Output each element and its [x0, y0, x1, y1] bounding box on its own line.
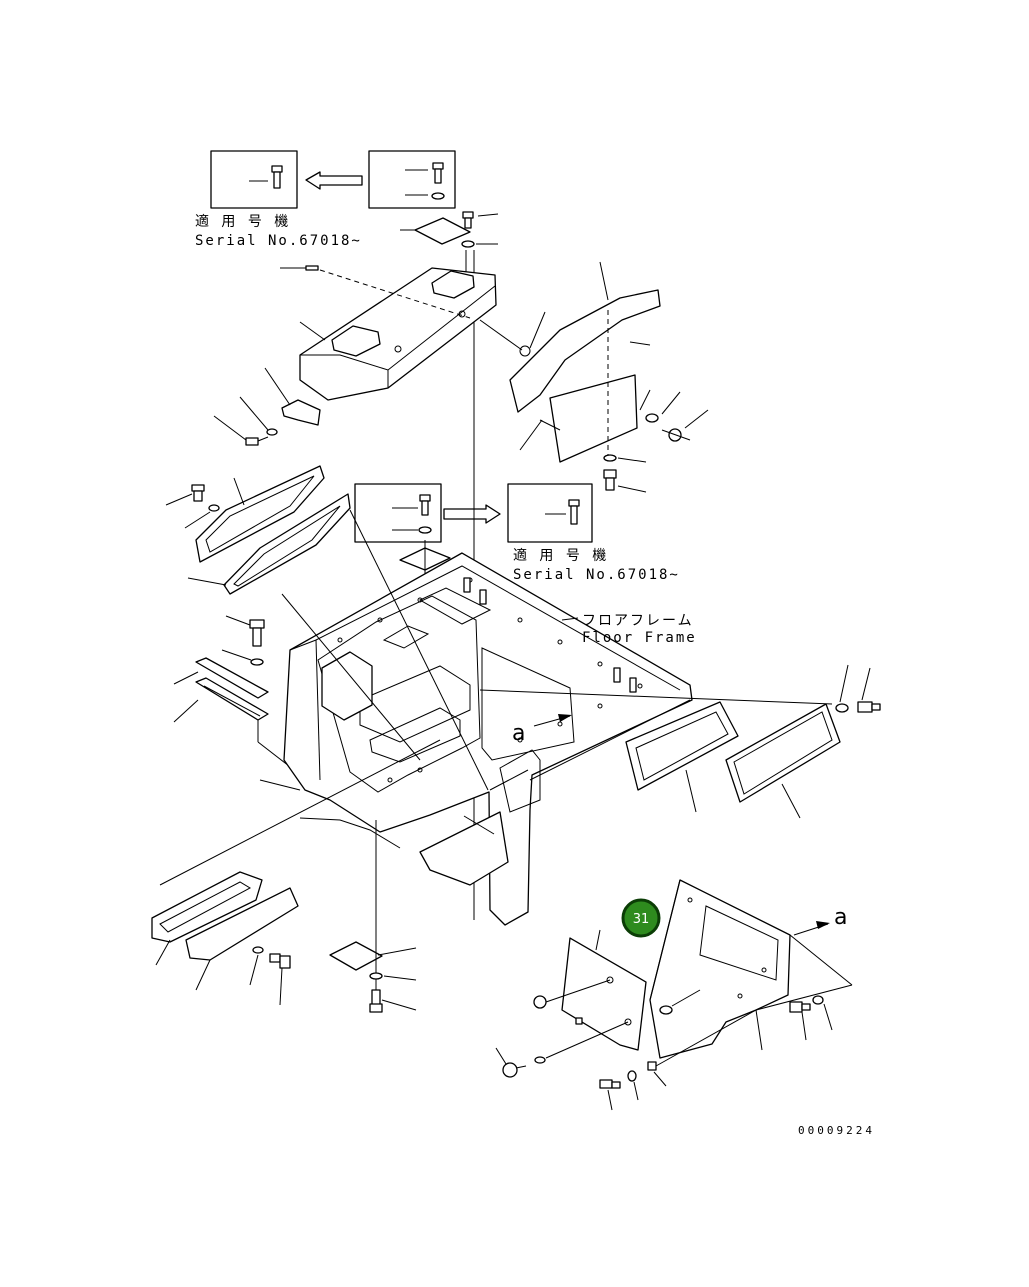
floor-frame	[259, 552, 693, 926]
cover-plate-lower	[329, 820, 417, 1013]
view-arrow-a-lower: a	[793, 905, 847, 936]
detail-box-top-right	[368, 150, 456, 209]
floor-frame-label-jp: フロアフレーム	[582, 613, 694, 629]
gasket-right-b	[725, 703, 841, 819]
hotspot-number: 31	[633, 912, 650, 927]
serial-label-jp-middle: 適 用 号 機	[513, 547, 608, 564]
gasket-lower-left-b	[185, 887, 299, 1006]
svg-text:a: a	[512, 721, 525, 746]
serial-label-jp-top: 適 用 号 機	[195, 213, 290, 230]
arrow-left-top	[305, 171, 363, 190]
gasket-lower-left-a	[151, 871, 263, 966]
side-panel-right	[519, 310, 709, 493]
fasteners-lower-right	[495, 995, 833, 1111]
gasket-upper-left	[165, 465, 325, 563]
view-arrow-a-middle: a	[512, 714, 572, 746]
serial-label-middle: Serial No.67018~	[513, 567, 680, 583]
side-cover-upper-right	[479, 261, 661, 413]
bolt-right-gasket	[835, 664, 881, 713]
access-panel-lower-right	[649, 879, 853, 1059]
serial-label-top: Serial No.67018~	[195, 233, 362, 249]
gasket-right-a	[625, 701, 739, 813]
detail-box-middle-left	[354, 483, 442, 543]
svg-text:a: a	[834, 905, 847, 930]
hotspot-badge-31[interactable]: 31	[621, 898, 661, 938]
arrow-right-middle	[443, 504, 501, 524]
seal-strips-left	[173, 657, 321, 791]
gasket-lower-left	[187, 493, 351, 595]
detail-box-top-left	[210, 150, 298, 209]
bolt-left-frame	[221, 615, 265, 666]
console-housing-left	[280, 265, 497, 401]
floor-frame-label-en: Floor Frame	[582, 630, 697, 646]
drawing-code: 00009224	[798, 1124, 875, 1137]
mounting-bracket-left	[213, 367, 321, 446]
inspection-cover-panel	[533, 929, 701, 1051]
cover-plate-top	[400, 211, 499, 248]
detail-box-middle-right	[507, 483, 593, 543]
